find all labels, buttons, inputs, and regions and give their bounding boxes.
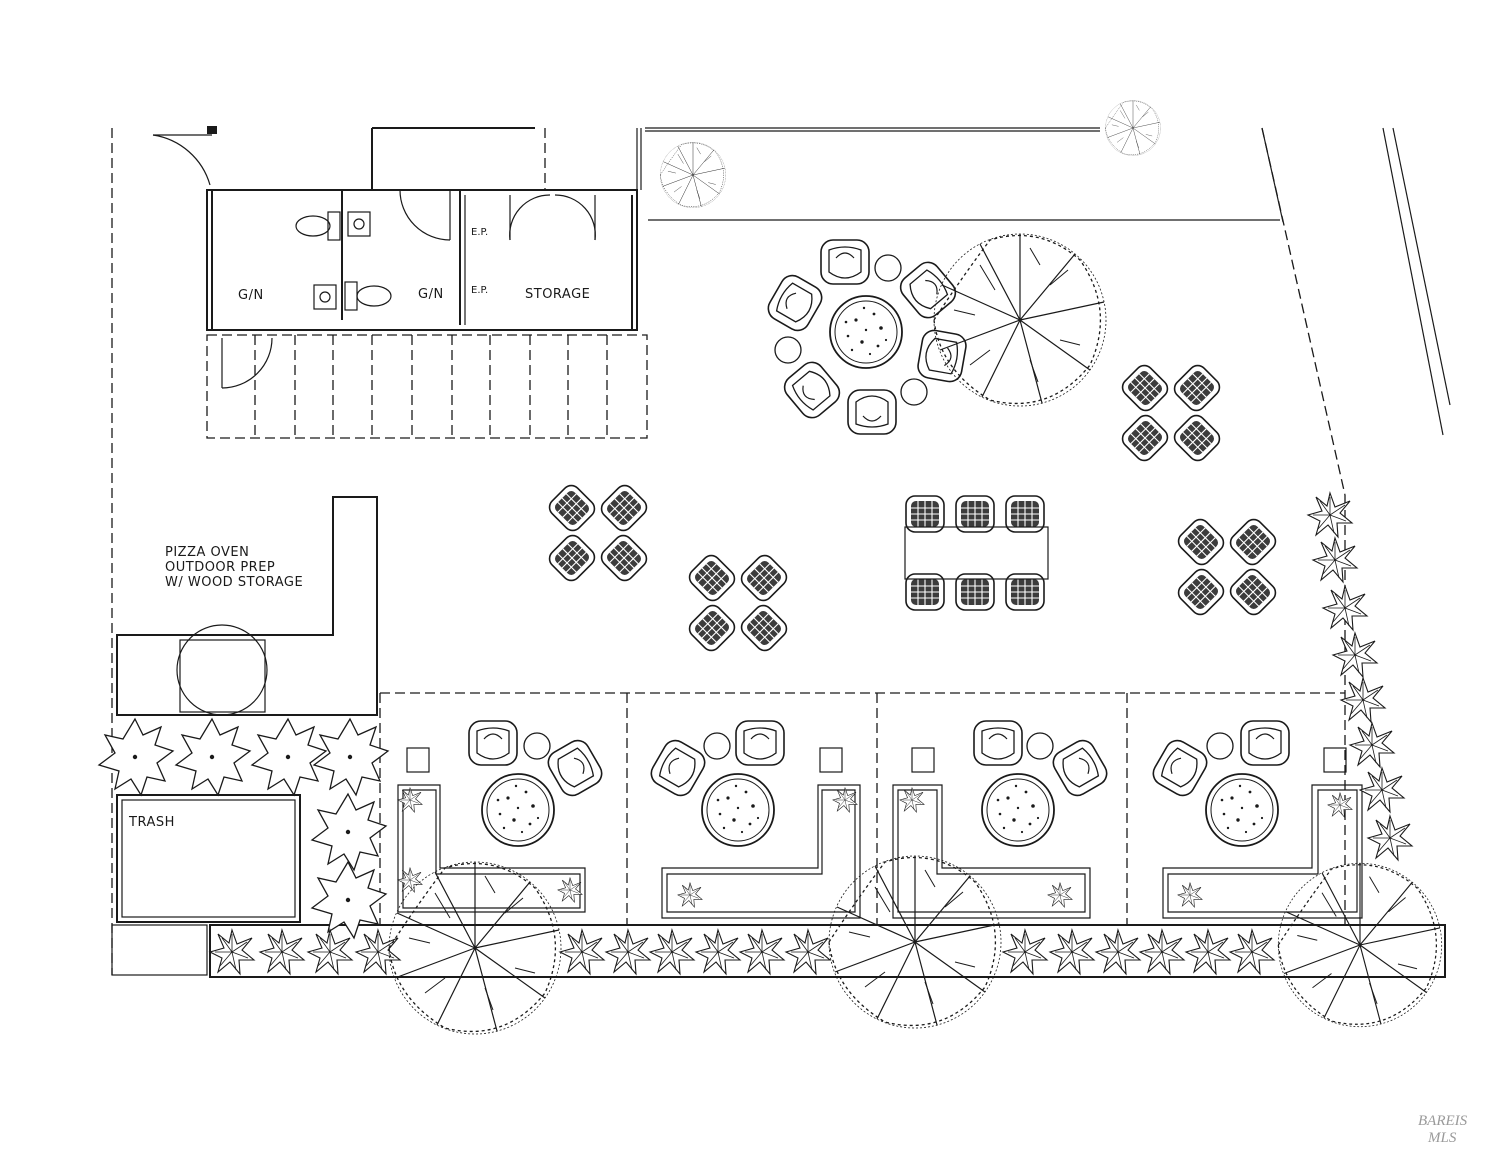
pizza-oven-area bbox=[116, 496, 378, 716]
long-table bbox=[904, 526, 1049, 580]
mls-watermark: BAREIS MLS bbox=[1418, 1113, 1468, 1146]
pizza-oven-label: PIZZA OVEN bbox=[165, 545, 249, 560]
cabana-2 bbox=[646, 720, 861, 919]
round-table-icon bbox=[829, 295, 903, 369]
cabana-3 bbox=[892, 720, 1112, 919]
sink-icon bbox=[313, 211, 371, 310]
cabana-4 bbox=[1148, 720, 1363, 919]
trash-label: TRASH bbox=[128, 815, 175, 830]
storage-label: STORAGE bbox=[525, 287, 590, 302]
wood-storage-label: W/ WOOD STORAGE bbox=[165, 575, 303, 590]
watermark-line1: BAREIS bbox=[1418, 1113, 1468, 1129]
restroom-building bbox=[152, 126, 642, 389]
tree-plan-icon bbox=[388, 100, 1443, 1035]
ep-top-label: E.P. bbox=[471, 227, 488, 238]
restroom-right-label: G/N bbox=[418, 287, 444, 302]
property-lines bbox=[111, 127, 1451, 975]
storage-grid bbox=[206, 334, 648, 439]
ep-bottom-label: E.P. bbox=[471, 285, 488, 296]
toilet-icon bbox=[295, 211, 392, 311]
planter-plants bbox=[209, 492, 1413, 975]
planter-strip bbox=[209, 924, 1446, 978]
restroom-left-label: G/N bbox=[238, 288, 264, 303]
cabana-1 bbox=[397, 720, 607, 913]
trash-enclosure bbox=[111, 794, 301, 976]
cabana-dividers bbox=[379, 495, 1346, 925]
watermark-line2: MLS bbox=[1427, 1130, 1457, 1146]
outdoor-prep-label: OUTDOOR PREP bbox=[165, 560, 275, 575]
dining-chair-icon bbox=[545, 361, 1280, 655]
